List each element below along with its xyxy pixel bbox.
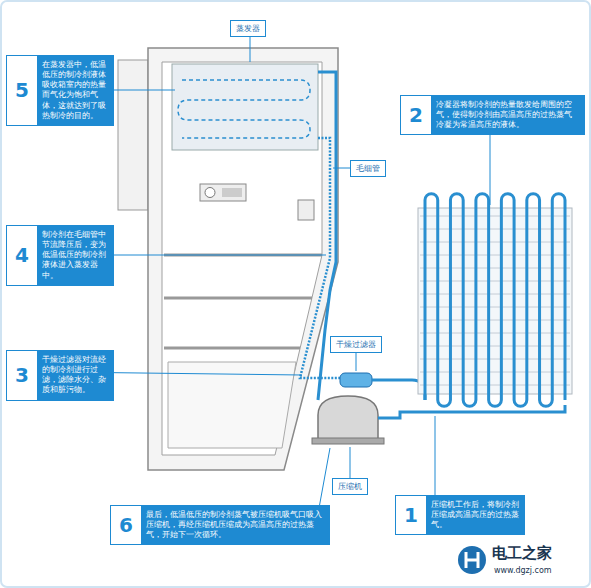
door-edge [118, 60, 148, 210]
cabinet [148, 48, 338, 470]
condenser-wire [420, 229, 570, 230]
leader-lines [60, 30, 490, 530]
shelf [164, 297, 312, 300]
condenser-wire [420, 255, 570, 256]
callout-text: 干燥过滤器对流经的制冷剂进行过滤，滤除水分、杂质和脏污物。 [37, 351, 113, 400]
control-panel [200, 184, 246, 201]
part-name: 干燥过滤器 [336, 340, 376, 349]
watermark-text: 电工之家 [492, 544, 552, 563]
display [222, 188, 242, 197]
lamp [298, 200, 314, 220]
compressor [318, 396, 378, 440]
watermark-logo [458, 546, 486, 574]
inner-liner [162, 62, 322, 455]
condenser-wire [420, 281, 570, 282]
part-name: 压缩机 [338, 482, 362, 491]
condenser-wire [420, 359, 570, 360]
condenser-wire [420, 307, 570, 308]
condenser-wire [420, 320, 570, 321]
liquid-pipe [372, 380, 425, 400]
watermark-logo [466, 552, 478, 568]
condenser-wire [420, 346, 570, 347]
callout-box: 2冷凝器将制冷剂的热量散发给周围的空气，使得制冷剂由高温高压的过热蒸气冷凝为常温… [400, 95, 585, 135]
part-name: 毛细管 [356, 164, 380, 173]
callout-text: 压缩机工作后，将制冷剂压缩成高温高压的过热蒸气。 [426, 496, 524, 534]
compressor-base [312, 438, 384, 444]
callout-text: 在蒸发器中，低温低压的制冷剂液体吸收箱室内的热量而气化为饱和气体，这就达到了吸热… [37, 56, 113, 125]
callout-box: 5在蒸发器中，低温低压的制冷剂液体吸收箱室内的热量而气化为饱和气体，这就达到了吸… [6, 55, 114, 126]
callout-number: 3 [7, 351, 37, 400]
callout-text: 冷凝器将制冷剂的热量散发给周围的空气，使得制冷剂由高温高压的过热蒸气冷凝为常温高… [431, 96, 584, 134]
part-label-box: 蒸发器 [230, 20, 266, 37]
condenser-wire [420, 268, 570, 269]
condenser-frame [418, 208, 572, 394]
callout-number: 1 [396, 496, 426, 534]
condenser-wires [420, 216, 570, 385]
condenser-wire [420, 242, 570, 243]
callout-box: 6最后，低温低压的制冷剂蒸气被压缩机吸气口吸入压缩机，再经压缩机压缩成为高温高压… [110, 505, 330, 545]
condenser-wire [420, 372, 570, 373]
callout-box: 1压缩机工作后，将制冷剂压缩成高温高压的过热蒸气。 [395, 495, 525, 535]
part-label-box: 压缩机 [332, 478, 368, 495]
condenser-wire [420, 333, 570, 334]
callout-number: 2 [401, 96, 431, 134]
condenser-coil [425, 194, 565, 407]
part-label-box: 干燥过滤器 [330, 336, 382, 353]
callout-text: 最后，低温低压的制冷剂蒸气被压缩机吸气口吸入压缩机，再经压缩机压缩成为高温高压的… [141, 506, 329, 544]
condenser-wire [420, 216, 570, 217]
callout-number: 6 [111, 506, 141, 544]
part-label-box: 毛细管 [350, 160, 386, 177]
shelf [164, 347, 300, 350]
dial [205, 188, 215, 198]
callout-box: 3干燥过滤器对流经的制冷剂进行过滤，滤除水分、杂质和脏污物。 [6, 350, 114, 401]
condenser-wire [420, 385, 570, 386]
watermark-text: www.dgzj.com [494, 566, 552, 575]
condenser-wire [420, 294, 570, 295]
callout-box: 4制冷剂在毛细管中节流降压后，变为低温低压的制冷剂液体进入蒸发器中。 [6, 225, 114, 286]
part-name: 蒸发器 [236, 24, 260, 33]
callout-text: 制冷剂在毛细管中节流降压后，变为低温低压的制冷剂液体进入蒸发器中。 [37, 226, 113, 285]
evaporator [172, 64, 318, 150]
callout-number: 4 [7, 226, 37, 285]
dryer-filter [340, 373, 372, 387]
callout-number: 5 [7, 56, 37, 125]
evaporator-coil [178, 80, 310, 138]
